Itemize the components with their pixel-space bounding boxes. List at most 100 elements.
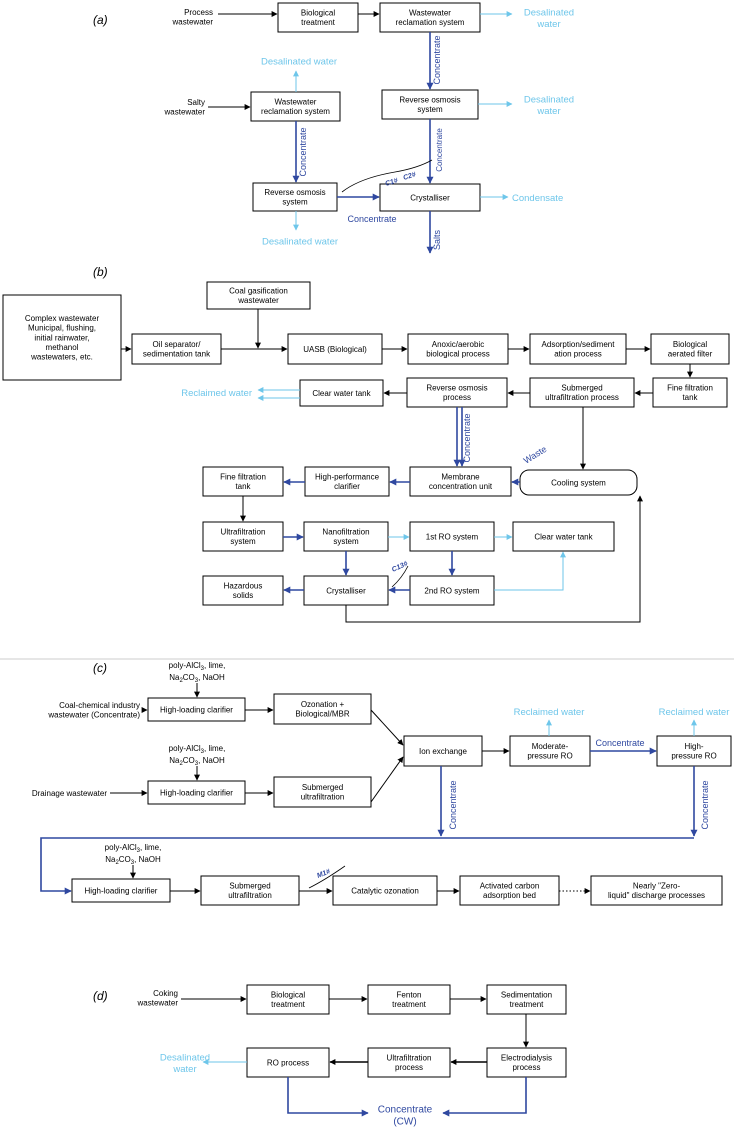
c-moderate-pressure-ro-box: Moderate-pressure RO — [509, 735, 591, 767]
c-arrows — [40, 683, 698, 895]
panel-b-label: (b) — [93, 265, 108, 279]
c-reclaimed-water-label-2: Reclaimed water — [659, 707, 730, 718]
a-salts-label: Salts — [432, 229, 442, 250]
svg-text:UASB (Biological): UASB (Biological) — [303, 345, 367, 354]
b-oil-separator-box: Oil separator/sedimentation tank — [131, 333, 222, 365]
c-ozonation-biological-box: Ozonation +Biological/MBR — [273, 693, 372, 725]
svg-text:Crystalliser: Crystalliser — [410, 193, 450, 202]
svg-text:poly-AlCl3, lime,: poly-AlCl3, lime, — [169, 661, 226, 672]
c-concentrate-label-horizontal: Concentrate — [595, 738, 644, 748]
d-ro-process-box: RO process — [246, 1047, 330, 1078]
c-high-loading-clarifier-box-bottom: High-loading clarifier — [71, 878, 171, 903]
c-catalytic-ozonation-box: Catalytic ozonation — [332, 875, 438, 906]
svg-text:Clear water tank: Clear water tank — [534, 532, 593, 541]
svg-text:poly-AlCl3, lime,: poly-AlCl3, lime, — [169, 744, 226, 755]
b-waste-label: Waste — [522, 444, 549, 466]
svg-text:Crystalliser: Crystalliser — [326, 586, 366, 595]
b-uasb-box: UASB (Biological) — [287, 333, 383, 365]
b-c13-tag: C13# — [391, 560, 409, 573]
svg-text:Na2CO3, NaOH: Na2CO3, NaOH — [169, 756, 225, 767]
svg-text:Adsorption/sedimentation proce: Adsorption/sedimentation process — [542, 340, 616, 359]
c-chemicals-bottom: poly-AlCl3, lime, Na2CO3, NaOH — [105, 843, 162, 866]
c-chemicals-top: poly-AlCl3, lime, Na2CO3, NaOH — [169, 661, 226, 684]
c-high-loading-clarifier-box-top: High-loading clarifier — [147, 697, 246, 722]
panel-a-label: (a) — [93, 13, 108, 27]
d-arrows — [181, 996, 529, 1117]
a-c2-tag: C2# — [402, 171, 416, 182]
c-ion-exchange-box: Ion exchange — [403, 735, 483, 767]
svg-text:High-loading clarifier: High-loading clarifier — [85, 886, 158, 895]
c-drainage-label: Drainage wastewater — [32, 789, 107, 798]
c-m1-tag: M1# — [316, 868, 331, 880]
panel-d-label: (d) — [93, 989, 108, 1003]
svg-text:Na2CO3, NaOH: Na2CO3, NaOH — [105, 855, 161, 866]
svg-text:Oil separator/sedimentation ta: Oil separator/sedimentation tank — [143, 340, 211, 359]
b-reclaimed-water-label: Reclaimed water — [181, 388, 252, 399]
a-arrows — [208, 11, 513, 254]
c-chemicals-mid: poly-AlCl3, lime, Na2CO3, NaOH — [169, 744, 226, 767]
svg-text:2nd RO system: 2nd RO system — [424, 586, 479, 595]
c-zero-liquid-discharge-box: Nearly "Zero-liquid" discharge processes — [590, 875, 723, 906]
panel-c-label: (c) — [93, 661, 107, 675]
c-concentrate-label-left: Concentrate — [448, 780, 458, 829]
a-concentrate-label-bottom: Concentrate — [347, 214, 396, 224]
svg-text:1st RO system: 1st RO system — [426, 532, 479, 541]
svg-text:RO process: RO process — [267, 1058, 309, 1067]
svg-text:Catalytic ozonation: Catalytic ozonation — [351, 886, 419, 895]
d-concentrate-cw-label: Concentrate(CW) — [378, 1105, 433, 1127]
svg-text:High-pressure RO: High-pressure RO — [671, 742, 716, 761]
c-reclaimed-water-label-1: Reclaimed water — [514, 707, 585, 718]
svg-text:Ozonation +Biological/MBR: Ozonation +Biological/MBR — [295, 700, 349, 719]
c-concentrate-label-right: Concentrate — [700, 780, 710, 829]
svg-text:Cooling system: Cooling system — [551, 478, 606, 487]
b-clear-water-tank-box-bottom: Clear water tank — [512, 521, 615, 552]
b-arrows — [121, 309, 693, 623]
c-high-pressure-ro-box: High-pressure RO — [656, 735, 732, 767]
a-concentrate-label-top: Concentrate — [432, 35, 442, 84]
b-crystalliser-box: Crystalliser — [303, 575, 389, 606]
b-1st-ro-system-box: 1st RO system — [409, 521, 495, 552]
b-clear-water-tank-box-top: Clear water tank — [299, 379, 384, 407]
